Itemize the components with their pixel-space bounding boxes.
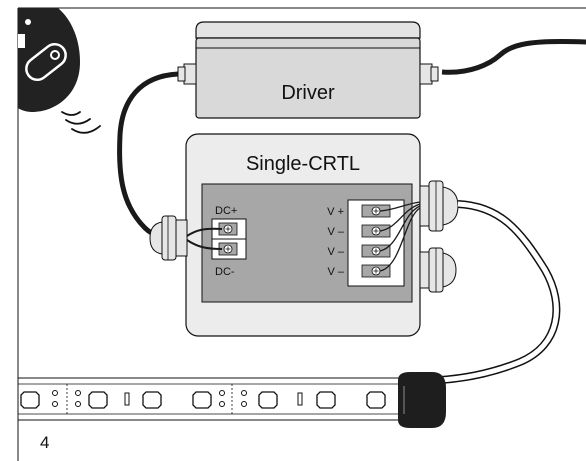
controller-output-gland — [419, 180, 459, 232]
led-strip-cable — [439, 200, 561, 384]
page-number: 4 — [40, 433, 50, 452]
strip-connector — [398, 372, 446, 428]
dc-input-terminal — [211, 218, 247, 260]
led-strip — [17, 377, 411, 421]
output-wires — [379, 201, 421, 272]
dc-wire-plus — [186, 227, 223, 237]
output-terminal — [347, 199, 405, 287]
dc-wire-minus — [186, 239, 223, 250]
output-label-3: V – — [327, 246, 344, 258]
output-label-2: V – — [327, 226, 344, 238]
controller-label: Single-CRTL — [246, 153, 360, 175]
wireless-signal-icon — [61, 111, 101, 134]
dc-minus-label: DC- — [215, 266, 235, 278]
dc-plus-label: DC+ — [215, 205, 237, 217]
controller-input-gland — [149, 215, 188, 261]
output-label-1: V + — [327, 206, 344, 218]
power-input-cable — [441, 39, 586, 75]
driver-unit — [177, 21, 439, 119]
remote-control-icon — [18, 8, 80, 112]
controller-spare-gland — [419, 247, 457, 293]
output-label-4: V – — [327, 266, 344, 278]
driver-output-cable — [117, 71, 179, 239]
driver-label: Driver — [281, 82, 335, 104]
